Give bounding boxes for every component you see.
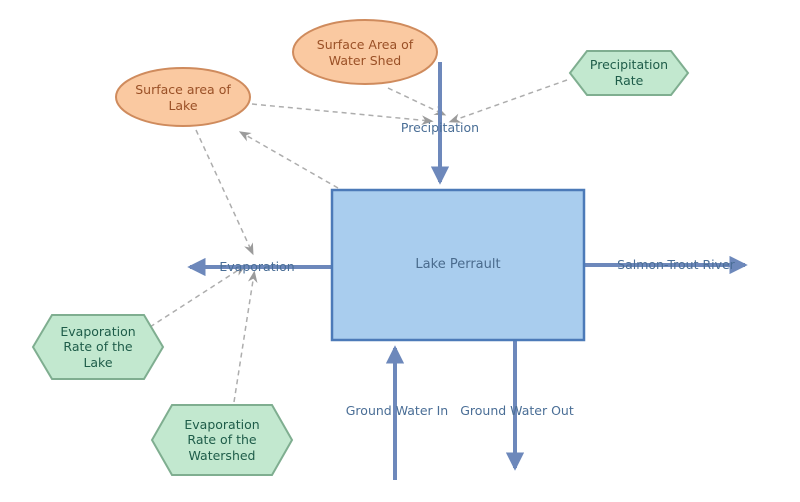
converter-precipitation-rate: [568, 50, 690, 96]
converter-evaporation-rate-lake: [31, 314, 165, 380]
converter-watershed-area: [292, 19, 438, 85]
link-evapratelake-to-evap: [149, 265, 247, 328]
link-preciprate-to-precip: [448, 79, 568, 123]
link-watershedarea-to-precip: [387, 87, 447, 116]
stock-lake-perrault: [330, 188, 586, 342]
converter-evaporation-rate-watershed: [150, 404, 294, 476]
link-lakearea-to-precip: [251, 103, 434, 125]
link-lakearea-to-evap: [195, 129, 254, 256]
link-evapratewatershed-to-evap: [233, 270, 258, 403]
link-lake-to-lakearea: [238, 131, 339, 189]
converter-lake-area: [115, 67, 251, 127]
